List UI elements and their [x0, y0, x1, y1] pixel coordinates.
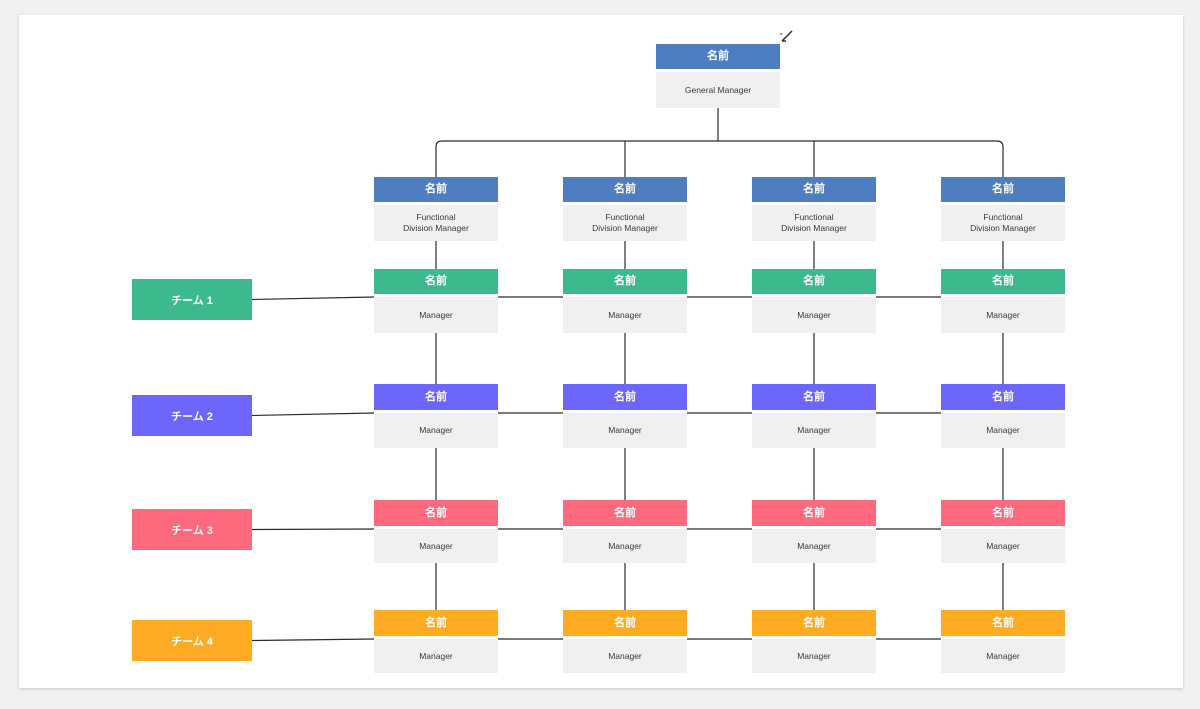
manager-name: 名前 — [941, 500, 1065, 526]
manager-title: Manager — [374, 297, 498, 333]
manager-name: 名前 — [752, 610, 876, 636]
team-label-4[interactable]: チーム 4 — [132, 620, 252, 661]
connector-line — [251, 296, 375, 301]
manager-name: 名前 — [941, 610, 1065, 636]
general-manager-card[interactable]: 名前 General Manager — [656, 44, 780, 108]
team-label-1[interactable]: チーム 1 — [132, 279, 252, 320]
manager-name: 名前 — [374, 610, 498, 636]
division-manager-card[interactable]: 名前 Functional Division Manager — [752, 177, 876, 241]
manager-name: 名前 — [563, 269, 687, 294]
team-label-2[interactable]: チーム 2 — [132, 395, 252, 436]
manager-name: 名前 — [752, 269, 876, 294]
connector-line — [251, 528, 375, 531]
manager-name: 名前 — [374, 269, 498, 294]
manager-name: 名前 — [374, 384, 498, 410]
division-manager-card[interactable]: 名前 Functional Division Manager — [563, 177, 687, 241]
manager-title: Manager — [374, 639, 498, 673]
general-manager-name: 名前 — [656, 44, 780, 69]
pen-cursor-icon — [780, 30, 793, 42]
team-2-manager-card[interactable]: 名前 Manager — [563, 384, 687, 448]
team-1-manager-card[interactable]: 名前 Manager — [374, 269, 498, 333]
team-label-3[interactable]: チーム 3 — [132, 509, 252, 550]
manager-name: 名前 — [563, 384, 687, 410]
manager-title: Manager — [563, 639, 687, 673]
team-1-manager-card[interactable]: 名前 Manager — [752, 269, 876, 333]
team-3-manager-card[interactable]: 名前 Manager — [374, 500, 498, 563]
manager-title: Manager — [752, 529, 876, 563]
division-manager-title: Functional Division Manager — [374, 205, 498, 241]
manager-name: 名前 — [941, 384, 1065, 410]
connector-line — [251, 638, 375, 642]
manager-name: 名前 — [752, 500, 876, 526]
team-4-manager-card[interactable]: 名前 Manager — [374, 610, 498, 673]
division-manager-name: 名前 — [941, 177, 1065, 202]
manager-title: Manager — [752, 297, 876, 333]
division-manager-name: 名前 — [752, 177, 876, 202]
team-1-manager-card[interactable]: 名前 Manager — [563, 269, 687, 333]
manager-name: 名前 — [752, 384, 876, 410]
manager-title: Manager — [941, 639, 1065, 673]
connector-line — [251, 412, 375, 417]
manager-title: Manager — [752, 413, 876, 448]
manager-title: Manager — [752, 639, 876, 673]
manager-title: Manager — [941, 413, 1065, 448]
team-2-manager-card[interactable]: 名前 Manager — [374, 384, 498, 448]
division-manager-name: 名前 — [374, 177, 498, 202]
manager-title: Manager — [563, 529, 687, 563]
manager-title: Manager — [563, 297, 687, 333]
division-manager-title: Functional Division Manager — [752, 205, 876, 241]
manager-name: 名前 — [374, 500, 498, 526]
manager-name: 名前 — [563, 500, 687, 526]
team-2-manager-card[interactable]: 名前 Manager — [941, 384, 1065, 448]
manager-title: Manager — [941, 297, 1065, 333]
team-3-manager-card[interactable]: 名前 Manager — [752, 500, 876, 563]
general-manager-title: General Manager — [656, 72, 780, 108]
division-manager-name: 名前 — [563, 177, 687, 202]
division-manager-title: Functional Division Manager — [941, 205, 1065, 241]
manager-name: 名前 — [941, 269, 1065, 294]
division-manager-card[interactable]: 名前 Functional Division Manager — [374, 177, 498, 241]
team-4-manager-card[interactable]: 名前 Manager — [752, 610, 876, 673]
connector-line — [435, 140, 1004, 177]
manager-title: Manager — [374, 413, 498, 448]
manager-name: 名前 — [563, 610, 687, 636]
division-manager-title: Functional Division Manager — [563, 205, 687, 241]
team-3-manager-card[interactable]: 名前 Manager — [941, 500, 1065, 563]
team-4-manager-card[interactable]: 名前 Manager — [563, 610, 687, 673]
team-1-manager-card[interactable]: 名前 Manager — [941, 269, 1065, 333]
diagram-canvas — [19, 15, 1183, 688]
manager-title: Manager — [941, 529, 1065, 563]
manager-title: Manager — [563, 413, 687, 448]
division-manager-card[interactable]: 名前 Functional Division Manager — [941, 177, 1065, 241]
team-4-manager-card[interactable]: 名前 Manager — [941, 610, 1065, 673]
team-2-manager-card[interactable]: 名前 Manager — [752, 384, 876, 448]
manager-title: Manager — [374, 529, 498, 563]
team-3-manager-card[interactable]: 名前 Manager — [563, 500, 687, 563]
